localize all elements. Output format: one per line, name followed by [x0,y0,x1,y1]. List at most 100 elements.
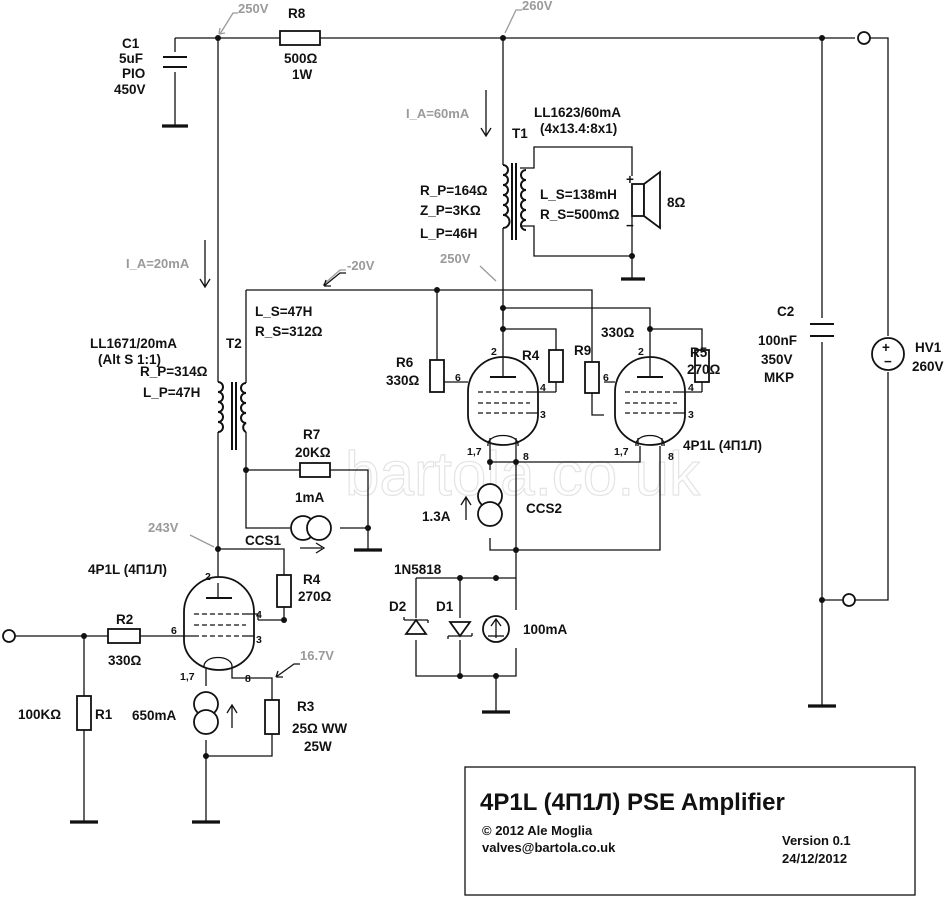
r5-name: R5 [690,345,708,360]
input-tube-pin-4: 4 [256,609,262,621]
d2-name: D2 [389,599,406,614]
ccs-100ma-value: 100mA [523,622,568,637]
output-tube-b: 2 4 6 3 1,7 8 4P1L (4П1Л) [603,336,762,463]
t1-secondary-ls: L_S=138mH [540,187,617,202]
tube-b-pin-3: 3 [688,409,694,421]
r2-value: 330Ω [108,653,142,668]
r8-value: 500Ω [284,51,318,66]
c2-voltage: 350V [761,352,793,367]
r7-name: R7 [303,427,320,442]
t1-ratio: (4x13.4:8x1) [540,121,617,136]
wires [14,37,889,822]
voltage-source-hv1: + − HV1 260V [871,337,944,374]
current-ia-60ma: I_A=60mA [406,106,470,121]
r8-name: R8 [288,6,306,21]
email: valves@bartola.co.uk [482,840,616,855]
voltage-16-7v: 16.7V [300,648,334,663]
tube-a-pin-3: 3 [540,409,546,421]
terminals [2,31,871,643]
transformer-t2: L_S=47H R_S=312Ω T2 LL1671/20mA (Alt S 1… [90,304,323,450]
voltage-250v-mid: 250V [440,251,471,266]
diode-type: 1N5818 [394,562,442,577]
output-terminal-bottom [842,593,856,607]
resistor-r4-output: R4 [522,348,564,383]
r2-name: R2 [116,612,133,627]
t2-model: LL1671/20mA [90,336,177,351]
ccs-650ma-value: 650mA [132,708,177,723]
input-tube-pin-2: 2 [205,571,211,583]
capacitor-c1: C1 5uF PIO 450V [114,36,187,97]
resistor-r4-input: R4 270Ω [276,572,332,608]
version: Version 0.1 [782,833,851,848]
capacitor-c2: C2 100nF 350V MKP [758,304,834,385]
resistor-r5: R5 270Ω [687,345,721,383]
ccs1-current: 1mA [295,490,325,505]
voltage-243v: 243V [148,520,179,535]
t1-secondary-rs: R_S=500mΩ [540,207,620,222]
r6-value: 330Ω [386,373,420,388]
r7-value: 20KΩ [295,445,331,460]
resistor-r8: R8 500Ω 1W [279,6,321,82]
r5-value: 270Ω [687,362,721,377]
t2-alt: (Alt S 1:1) [98,352,161,367]
speaker-minus: − [626,218,634,233]
voltage-260v-top: 260V [522,0,553,13]
output-terminal-top [857,31,871,45]
title-text: 4P1L (4П1Л) PSE Amplifier [480,789,785,816]
resistor-r6: R6 330Ω [386,355,445,393]
input-tube: 2 4 6 3 1,7 8 4P1L (4П1Л) [88,562,262,685]
loudspeaker: 8Ω + − [626,170,686,233]
c1-value: 5uF [119,51,143,66]
date: 24/12/2012 [782,851,847,866]
c2-name: C2 [777,304,794,319]
r3-name: R3 [297,699,315,714]
ccs2-current-source: 1.3A CCS2 [422,483,562,527]
voltage-markers: 250V 260V I_A=60mA I_A=20mA -20V 250V 24… [126,0,553,678]
ccs2-current: 1.3A [422,509,451,524]
transformer-t1: T1 LL1623/60mA (4x13.4:8x1) R_P=164Ω Z_P… [420,105,621,241]
tube-b-pin-1-7: 1,7 [614,446,629,458]
tube-b-pin-4: 4 [688,382,694,394]
speaker-impedance: 8Ω [667,195,686,210]
r6-name: R6 [396,355,414,370]
title-block: 4P1L (4П1Л) PSE Amplifier © 2012 Ale Mog… [464,766,916,896]
input-tube-pin-1-7: 1,7 [180,671,195,683]
voltage-250v-top: 250V [238,1,269,16]
resistor-r2: R2 330Ω [107,612,142,668]
input-tube-pin-3: 3 [256,634,262,646]
r4-bot-value: 270Ω [298,589,332,604]
r3-value: 25Ω WW [292,721,347,736]
tube-a-pin-8: 8 [523,451,529,463]
tube-a-pin-4: 4 [540,382,546,394]
r9-value: 330Ω [601,325,635,340]
r3-rating: 25W [304,739,332,754]
t1-model: LL1623/60mA [534,105,621,120]
input-tube-type: 4P1L (4П1Л) [88,562,167,577]
c1-type: PIO [122,66,145,81]
ccs-100ma: 100mA [482,615,568,643]
ccs1-name: CCS1 [245,533,282,548]
resistor-r3: R3 25Ω WW 25W [264,699,347,754]
resistor-r7: R7 20KΩ [295,427,331,478]
diodes: 1N5818 D2 D1 [389,562,473,639]
r9-name: R9 [574,343,591,358]
output-tube-type: 4P1L (4П1Л) [683,438,762,453]
ccs1-current-source: 1mA CCS1 [245,490,332,554]
tube-b-pin-6: 6 [603,372,609,384]
t1-primary-zp: Z_P=3KΩ [420,203,481,218]
r1-name: R1 [95,707,113,722]
tube-a-pin-6: 6 [455,372,461,384]
input-tube-pin-6: 6 [171,625,177,637]
c2-value: 100nF [758,333,797,348]
r1-value: 100KΩ [18,707,61,722]
tube-a-pin-2: 2 [491,346,497,358]
t1-primary-rp: R_P=164Ω [420,183,488,198]
c1-name: C1 [122,36,140,51]
ccs-650ma: 650mA [132,691,238,735]
t2-secondary-ls: L_S=47H [255,304,312,319]
speaker-plus: + [626,172,634,187]
tube-b-pin-8: 8 [668,451,674,463]
c1-voltage: 450V [114,82,146,97]
t1-primary-lp: L_P=46H [420,226,477,241]
